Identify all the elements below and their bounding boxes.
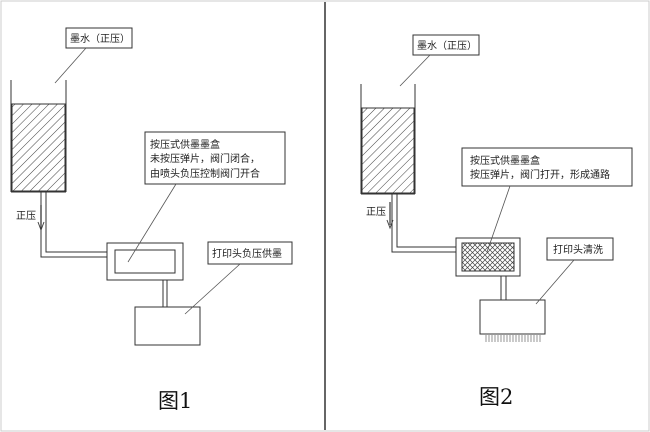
desc-line-2-1: 按压式供墨墨盒 <box>470 154 540 167</box>
pressure-label-2: 正压 <box>366 206 386 218</box>
ink-label-2: 墨水（正压） <box>417 40 477 52</box>
printhead <box>134 306 201 346</box>
cartridge-2 <box>455 237 521 277</box>
ink-label-box: 墨水（正压） <box>54 27 133 84</box>
ink-fill-2 <box>361 107 415 194</box>
ink-label: 墨水（正压） <box>70 33 130 45</box>
ink-tube <box>40 192 107 258</box>
ink-tank-2 <box>360 84 416 195</box>
figure-2: 墨水（正压） 正压 按压式供墨墨盒 <box>360 34 633 409</box>
figure-1-caption: 图1 <box>158 389 192 413</box>
desc-line-2: 未按压弹片，阀门闭合， <box>150 152 260 165</box>
cartridge-desc-box-2: 按压式供墨墨盒 按压弹片，阀门打开，形成通路 <box>461 147 633 253</box>
pressure-arrow: 正压 <box>16 205 45 232</box>
desc-line-3: 由喷头负压控制阀门开合 <box>150 167 260 180</box>
ink-label-box-2: 墨水（正压） <box>399 34 480 87</box>
cartridge-desc-box: 按压式供墨墨盒 未按压弹片，阀门闭合， 由喷头负压控制阀门开合 <box>127 131 286 263</box>
ink-tank <box>10 80 67 193</box>
ink-tube-2 <box>391 194 456 253</box>
desc-line-1: 按压式供墨墨盒 <box>150 138 220 151</box>
printhead-label: 打印头负压供墨 <box>212 247 282 260</box>
printhead-tube <box>162 280 168 307</box>
figure-1: 墨水（正压） 正压 按压式供墨墨盒 <box>10 27 293 413</box>
cartridge-open-fill <box>461 242 515 272</box>
spray-nozzles <box>485 335 541 342</box>
printhead-label-box: 打印头负压供墨 <box>184 241 293 315</box>
ink-fill <box>11 103 66 192</box>
printhead-2 <box>479 299 546 342</box>
pressure-label: 正压 <box>16 210 36 222</box>
figure-2-caption: 图2 <box>479 385 513 409</box>
cartridge <box>106 242 184 281</box>
desc-line-2-2: 按压弹片，阀门打开，形成通路 <box>470 168 610 181</box>
pressure-arrow-2: 正压 <box>366 202 394 230</box>
printhead-label-2: 打印头清洗 <box>553 243 603 256</box>
printhead-label-box-2: 打印头清洗 <box>535 237 614 305</box>
printhead-tube-2 <box>500 276 507 300</box>
